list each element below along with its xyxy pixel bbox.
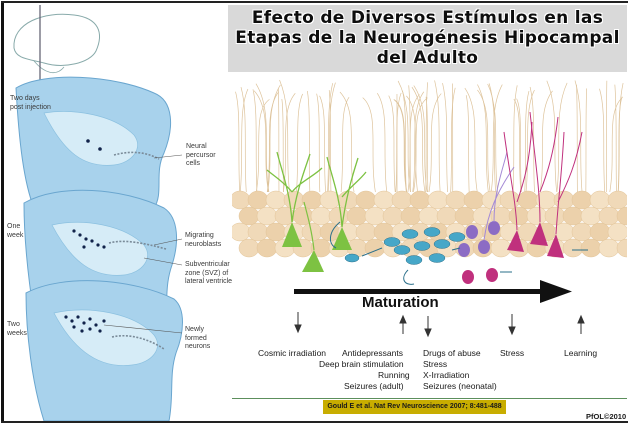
copyright-text: PfOL©2010 bbox=[586, 412, 627, 421]
x-irradiation-label: X-Irradiation bbox=[423, 370, 470, 380]
two-weeks-label: Two weeks bbox=[7, 321, 27, 337]
divider-line bbox=[232, 398, 627, 399]
deep-brain-stimulation-label: Deep brain stimulation bbox=[319, 359, 404, 369]
two-days-label: Two days post injection bbox=[10, 95, 51, 111]
granule-cell-layer bbox=[229, 190, 629, 258]
drugs-of-abuse-label: Drugs of abuse bbox=[423, 348, 481, 358]
mature-neurons bbox=[462, 111, 583, 284]
maturation-label: Maturation bbox=[362, 294, 439, 311]
immature-neurons bbox=[458, 151, 515, 257]
seizures-neonatal-label: Seizures (neonatal) bbox=[423, 381, 497, 391]
learning-label: Learning bbox=[564, 348, 598, 358]
stress-label-1: Stress bbox=[423, 359, 448, 369]
svz-label: Subventricular zone (SVZ) of lateral ven… bbox=[185, 261, 233, 285]
stress-label-2: Stress bbox=[500, 348, 525, 358]
maturation-illustration bbox=[229, 79, 629, 338]
seizures-adult-label: Seizures (adult) bbox=[344, 381, 404, 391]
progenitor-cells bbox=[344, 227, 466, 265]
stimulus-effect-arrows bbox=[294, 312, 585, 338]
antidepressants-label: Antidepressants bbox=[342, 348, 403, 358]
citation-banner: Gould E et al. Nat Rev Neuroscience 2007… bbox=[323, 400, 506, 414]
brain-section-two-weeks bbox=[25, 280, 183, 422]
one-week-label: One week bbox=[7, 223, 24, 239]
title-line-2: Etapas de la Neurogénesis Hipocampal bbox=[235, 28, 620, 48]
stage-transition-arrows bbox=[330, 221, 588, 285]
neurogenesis-diagram: Maturation Cosmic irradiation Antidepres… bbox=[229, 72, 629, 420]
title-box: Efecto de Diversos Estímulos en las Etap… bbox=[228, 5, 627, 72]
brain-section-two-days bbox=[15, 76, 172, 209]
rostral-migratory-stream-figure: Two days post injection One week Two wee… bbox=[4, 3, 232, 422]
maturation-arrow bbox=[294, 280, 572, 303]
brain-sections-illustration bbox=[13, 5, 183, 422]
cosmic-irradiation-label: Cosmic irradiation bbox=[258, 348, 327, 358]
label-pointer-lines bbox=[103, 154, 183, 334]
slide-frame-top bbox=[1, 1, 628, 3]
neural-percursor-label: Neural percursor cells bbox=[186, 143, 216, 167]
title-line-1: Efecto de Diversos Estímulos en las bbox=[251, 8, 604, 28]
slide-frame-left bbox=[1, 1, 4, 422]
newly-formed-neurons-label: Newly formed neurons bbox=[185, 326, 211, 350]
title-line-3: del Adulto bbox=[376, 48, 479, 68]
molecular-layer-fibers bbox=[235, 79, 624, 193]
radial-glia-stem-cells bbox=[266, 151, 367, 272]
running-label: Running bbox=[378, 370, 410, 380]
slide-frame-bottom bbox=[1, 421, 628, 423]
migrating-neuroblasts-label: Migrating neuroblasts bbox=[185, 232, 222, 248]
brain-outline-icon bbox=[13, 5, 100, 83]
